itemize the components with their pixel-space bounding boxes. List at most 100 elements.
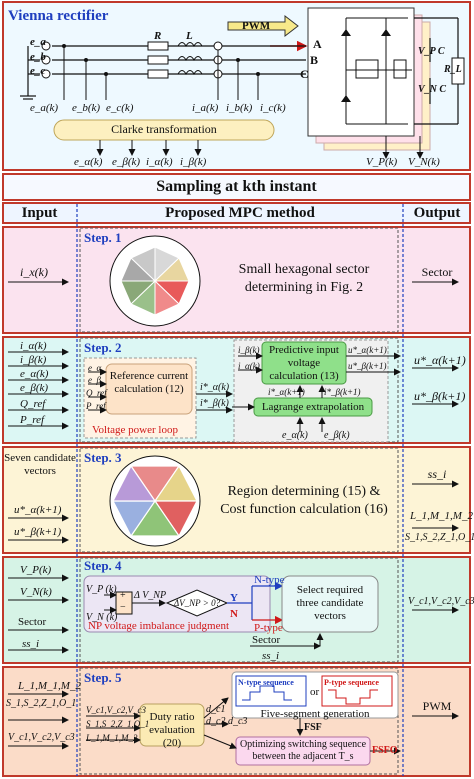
lag-in-ialpha: i*_α(k+1): [268, 387, 305, 397]
lag-bottom-ebeta: e_β(k): [324, 430, 350, 441]
step3-text-line1: Region determining (15) &: [227, 484, 381, 499]
step3-label: Step. 3: [84, 450, 122, 465]
pwm-tag: PWM: [242, 20, 271, 32]
pred-in-ialpha: i_α(k): [238, 361, 260, 371]
np-imbalance-label: NP voltage imbalance judgment: [88, 620, 230, 632]
source-label-b: e_b: [30, 51, 46, 63]
phase-label-b: B: [310, 53, 319, 67]
step2-output-ualpha: u*_α(k+1): [414, 353, 466, 367]
ref-out-ibeta: i*_β(k): [200, 398, 229, 409]
vp-label: V_P (k): [86, 584, 117, 595]
decision-yes: Y: [230, 592, 238, 604]
lag-in-ibeta: i*_β(k+1): [324, 387, 361, 397]
header-title: Vienna rectifier: [8, 8, 109, 24]
step2-input-pref: P_ref: [20, 414, 45, 426]
lag-bottom-ealpha: e_α(k): [282, 430, 308, 441]
column-input: Input: [21, 205, 58, 221]
dc-out-vp: V_P(k): [366, 156, 398, 168]
sampling-title: Sampling at kth instant: [156, 178, 317, 195]
step4-input-sector: Sector: [18, 616, 47, 628]
or-label: or: [310, 686, 320, 698]
step4-input-vn: V_N(k): [20, 586, 52, 598]
step1-text-line1: Small hexagonal sector: [238, 262, 370, 277]
fsf-label: FSF: [304, 722, 322, 733]
sector-label: Sector: [252, 634, 281, 646]
step3-output-lmm: L_1,M_1,M_2: [410, 510, 473, 522]
step1-text-line2: determining in Fig. 2: [244, 280, 364, 295]
duty-out-dc23: d_c2,d_c3: [206, 716, 248, 727]
ntype-label: N-type: [254, 574, 285, 586]
duty-in-vc: V_c1,V_c2,V_c3: [86, 705, 146, 715]
step2-input-ealpha: e_α(k): [20, 368, 49, 380]
plus-sign: +: [120, 590, 126, 601]
voltage-power-loop: Voltage power loop: [92, 424, 178, 436]
step2-input-ebeta: e_β(k): [20, 382, 49, 394]
decision-no: N: [230, 608, 238, 620]
minus-sign: −: [120, 602, 126, 613]
clarke-out-ealpha: e_α(k): [74, 156, 103, 168]
step3-inputs-title: Seven candidate vectors: [4, 452, 76, 477]
column-header-bar: [2, 202, 471, 224]
source-label-c: e_c: [30, 65, 46, 77]
step2-input-ialpha: i_α(k): [20, 340, 47, 352]
ptype-label: P-type: [254, 622, 283, 634]
phase-label-a: A: [313, 37, 322, 51]
step1-label: Step. 1: [84, 230, 122, 245]
clarke-out-ibeta: i_β(k): [180, 156, 207, 168]
meas-ec: e_c(k): [106, 102, 134, 114]
step3-text-line2: Cost function calculation (16): [220, 502, 388, 517]
decision-diamond: ΔV_NP > 0?: [173, 598, 221, 608]
step5-output: PWM: [422, 699, 452, 713]
resistor-label: R: [154, 30, 162, 42]
pred-in-ibeta: i_β(k): [238, 345, 260, 355]
meas-ib: i_b(k): [226, 102, 253, 114]
pred-out-ualpha: u*_α(k+1): [348, 345, 387, 355]
step3-output-sszo: S_1,S_2,Z_1,O_1: [405, 532, 474, 543]
step4-input-ssi: ss_i: [22, 638, 40, 650]
inductor-label: L: [186, 30, 193, 42]
step4-label: Step. 4: [84, 558, 122, 573]
step1-input: i_x(k): [20, 265, 48, 279]
select-vectors-box: Select required three candidate vectors: [296, 584, 364, 622]
ref-in-qref: Q_ref: [86, 388, 107, 398]
sampling-banner: [2, 173, 471, 201]
column-output: Output: [413, 205, 461, 221]
ref-in-ebeta: e_β: [88, 375, 101, 385]
column-method: Proposed MPC method: [165, 205, 315, 221]
clarke-out-ebeta: e_β(k): [112, 156, 141, 168]
step3-output-ssi: ss_i: [427, 467, 447, 481]
duty-in-lmm: L_1,M_1,M_2: [86, 733, 138, 743]
step2-output-ubeta: u*_β(k+1): [414, 389, 466, 403]
step3-input-ualpha: u*_α(k+1): [14, 504, 62, 516]
ref-in-pref: P_ref: [86, 401, 106, 411]
step2-label: Step. 2: [84, 340, 122, 355]
step5-input-sszo: S_1,S_2,Z_1,O_1: [6, 698, 77, 709]
vp-cap-label: V_P C: [418, 46, 445, 57]
step3-input-ubeta: u*_β(k+1): [14, 526, 62, 538]
step4-output: V_c1,V_c2,V_c3: [408, 596, 474, 607]
duty-ratio-box: Duty ratio evaluation (20): [149, 711, 195, 749]
vn-label: V_N (k): [86, 612, 118, 623]
duty-out-dc1: d_c1: [206, 704, 226, 715]
load-resistor-label: R_L: [444, 64, 462, 75]
predictive-voltage-box: Predictive input voltage calculation (13…: [269, 344, 339, 382]
step5-input-lmm: L_1,M_1,M_2: [18, 680, 81, 692]
step1-output: Sector: [421, 265, 453, 279]
lagrange-extrapolation-box: Lagrange extrapolation: [261, 401, 365, 413]
step4-input-vp: V_P(k): [20, 564, 52, 576]
reference-current-box: Reference current calculation (12): [109, 370, 189, 395]
source-label-a: e_a: [30, 36, 46, 48]
meas-eb: e_b(k): [72, 102, 101, 114]
optimizing-switching-box: Optimizing switching sequence between th…: [239, 739, 367, 762]
meas-ia: i_a(k): [192, 102, 219, 114]
ssi-label: ss_i: [262, 650, 280, 662]
ptype-sequence: P-type sequence: [324, 678, 379, 687]
step2-input-qref: Q_ref: [20, 398, 46, 410]
duty-in-sszo: S_1,S_2,Z_1,O_1: [86, 719, 150, 729]
meas-ic: i_c(k): [260, 102, 286, 114]
dc-out-vn: V_N(k): [408, 156, 440, 168]
vn-cap-label: V_N C: [418, 84, 447, 95]
phase-label-c: C: [300, 67, 309, 81]
fsfo-label: FSFO: [372, 745, 398, 756]
